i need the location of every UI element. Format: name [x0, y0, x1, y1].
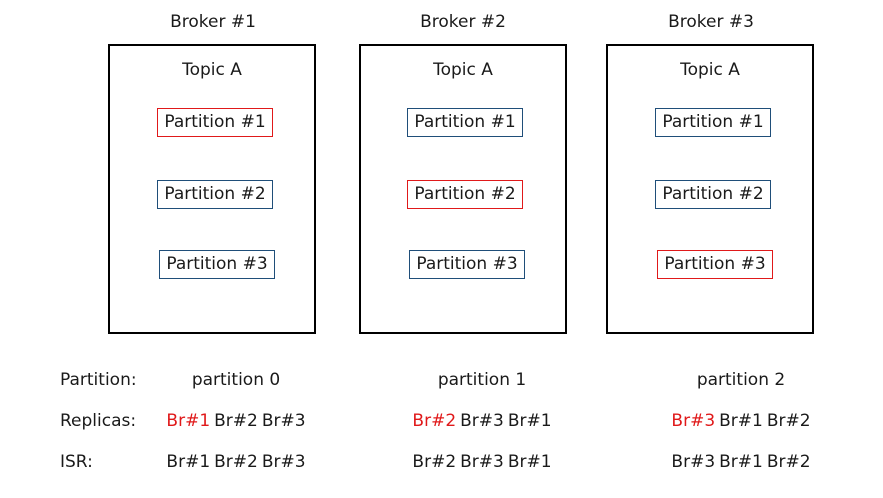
broker-3-label: Broker #3 — [668, 12, 754, 32]
broker-3-partition-3: Partition #3 — [657, 250, 773, 279]
partition-0-name: partition 0 — [191, 370, 281, 390]
isr-member: Br#1 — [719, 452, 763, 472]
isr-member: Br#2 — [412, 452, 457, 472]
broker-3-partition-1: Partition #1 — [655, 108, 771, 137]
broker-3-box: Topic A Partition #1 Partition #2 Partit… — [606, 44, 814, 334]
isr-member: Br#2 — [214, 452, 258, 472]
replica-leader: Br#1 — [166, 411, 211, 431]
broker-1-partition-3: Partition #3 — [159, 250, 275, 279]
replica: Br#1 — [719, 411, 763, 431]
replica-leader: Br#2 — [412, 411, 457, 431]
broker-2-topic-label: Topic A — [433, 60, 493, 80]
broker-2-partition-3: Partition #3 — [409, 250, 525, 279]
isr-member: Br#2 — [766, 452, 811, 472]
broker-3-partition-2: Partition #2 — [655, 180, 771, 209]
isr-member: Br#3 — [261, 452, 306, 472]
broker-1-partition-2: Partition #2 — [157, 180, 273, 209]
broker-2-partition-2: Partition #2 — [407, 180, 523, 209]
isr-member: Br#3 — [460, 452, 504, 472]
replica: Br#3 — [460, 411, 504, 431]
broker-1-topic-label: Topic A — [182, 60, 242, 80]
broker-2-partition-1: Partition #1 — [407, 108, 523, 137]
replica: Br#1 — [507, 411, 552, 431]
replica: Br#2 — [766, 411, 811, 431]
broker-2-box: Topic A Partition #1 Partition #2 Partit… — [359, 44, 567, 334]
broker-1-box: Topic A Partition #1 Partition #2 Partit… — [108, 44, 316, 334]
row-label-isr: ISR: — [60, 452, 93, 472]
broker-2-label: Broker #2 — [420, 12, 506, 32]
partition-1-name: partition 1 — [437, 370, 527, 390]
replica-leader: Br#3 — [671, 411, 716, 431]
replica: Br#2 — [214, 411, 258, 431]
broker-1-partition-1: Partition #1 — [157, 108, 273, 137]
broker-3-topic-label: Topic A — [680, 60, 740, 80]
isr-member: Br#3 — [671, 452, 716, 472]
isr-member: Br#1 — [507, 452, 552, 472]
partition-2-name: partition 2 — [696, 370, 786, 390]
replica: Br#3 — [261, 411, 306, 431]
row-label-partition: Partition: — [60, 370, 137, 390]
broker-1-label: Broker #1 — [170, 12, 256, 32]
row-label-replicas: Replicas: — [60, 411, 137, 431]
isr-member: Br#1 — [166, 452, 211, 472]
